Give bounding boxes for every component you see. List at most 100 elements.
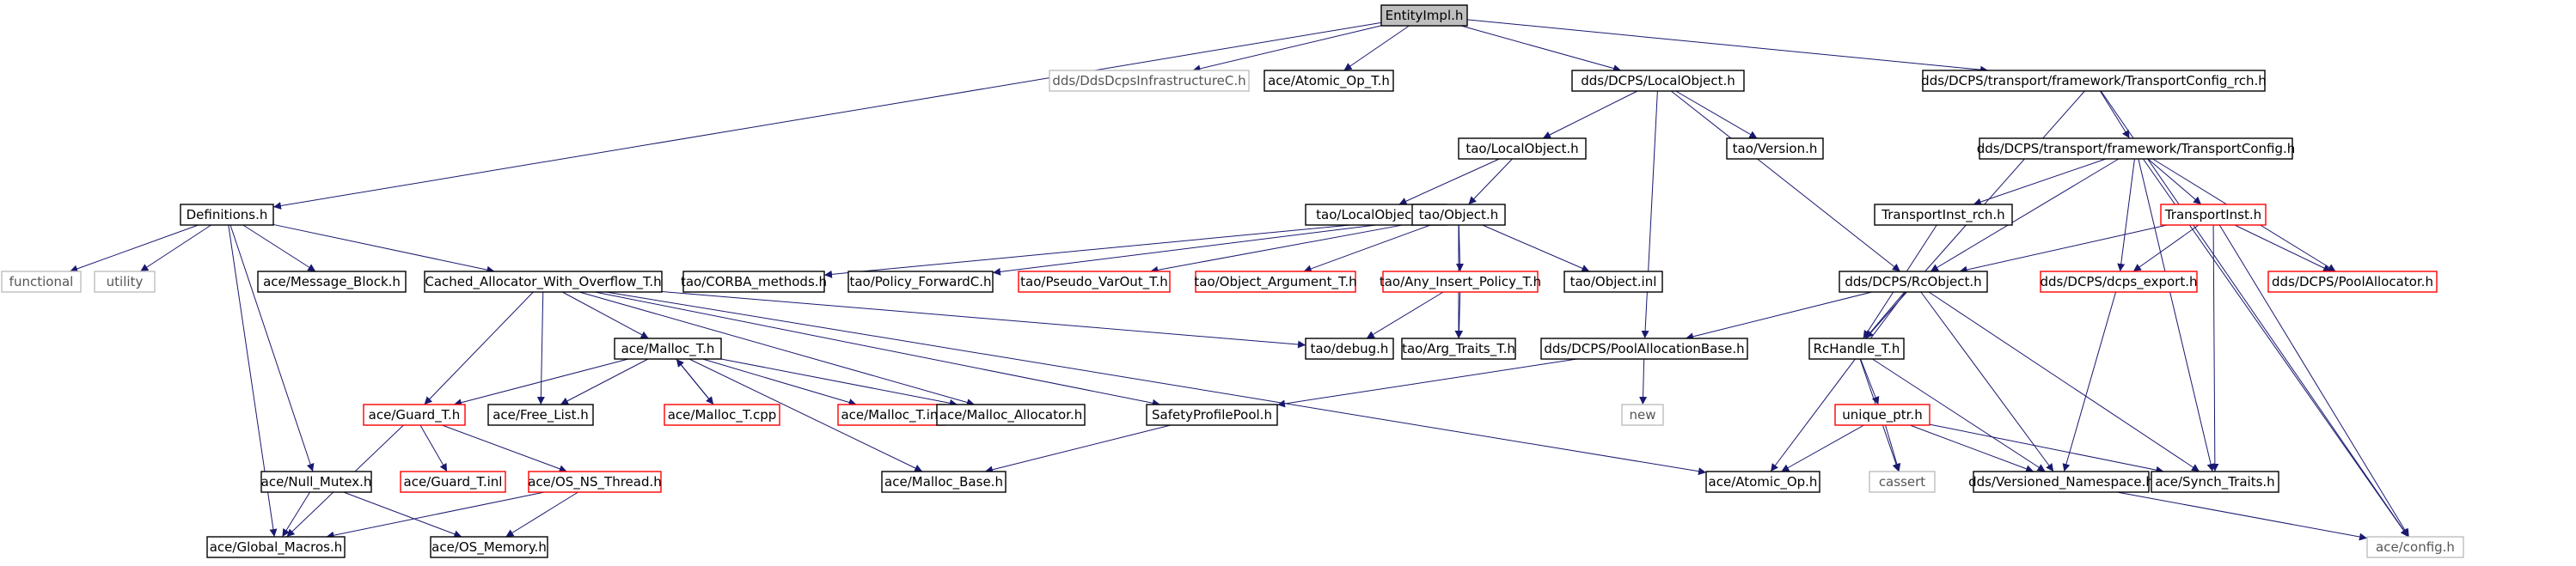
node-tao_localobject[interactable]: tao/LocalObject.h [1458,137,1587,160]
edge-safetyprofilepool-to-malloc_base [984,424,1172,474]
edge-definitions-to-functional [70,224,199,273]
node-label-versioned_ns: dds/Versioned_Namespace.h [1968,474,2154,490]
node-transportconfig_rch[interactable]: dds/DCPS/transport/framework/TransportCo… [1921,70,2267,92]
node-localobject_dds[interactable]: dds/DCPS/LocalObject.h [1571,70,1745,92]
edge-poolallocationbase-to-safetyprofilepool [1276,358,1577,408]
node-box-atomic_op [1705,471,1820,493]
node-rchandle[interactable]: RcHandle_T.h [1808,338,1905,360]
node-label-poolallocator: dds/DCPS/PoolAllocator.h [2272,274,2433,289]
node-box-safetyprofilepool [1146,404,1278,426]
node-label-free_list: ace/Free_List.h [493,407,589,423]
node-cached_alloc[interactable]: Cached_Allocator_With_Overflow_T.h [424,271,663,293]
node-malloc_allocator[interactable]: ace/Malloc_Allocator.h [936,404,1086,426]
node-pseudo_varout[interactable]: tao/Pseudo_VarOut_T.h [1018,271,1171,293]
node-message_block[interactable]: ace/Message_Block.h [257,271,407,293]
node-box-pseudo_varout [1018,271,1171,293]
edge-entityimpl-to-localobject_dds [1460,25,1622,72]
node-label-tao_localobject_inl: tao/LocalObject.inl [1316,207,1436,222]
node-label-tao_localobject: tao/LocalObject.h [1465,141,1578,156]
node-object_inl[interactable]: tao/Object.inl [1563,271,1663,293]
node-safetyprofilepool[interactable]: SafetyProfilePool.h [1146,404,1278,426]
node-box-os_ns_thread [528,471,662,493]
edge-transportinst-to-dcps_export [2132,224,2200,272]
node-label-global_macros: ace/Global_Macros.h [210,539,343,556]
edge-rcobject-to-synch_traits [1928,291,2200,472]
node-label-functional: functional [9,274,74,289]
node-malloc_t_cpp[interactable]: ace/Malloc_T.cpp [664,404,780,426]
edge-transportconfig-to-transportinst_rch [1973,158,2107,206]
edge-definitions-to-message_block [242,224,316,272]
node-os_ns_thread[interactable]: ace/OS_NS_Thread.h [528,471,662,493]
node-transportinst_rch[interactable]: TransportInst_rch.h [1874,204,2013,226]
node-global_macros[interactable]: ace/Global_Macros.h [206,536,346,558]
node-any_insert_policy[interactable]: tao/Any_Insert_Policy_T.h [1380,271,1541,293]
edge-null_mutex-to-os_memory [343,491,462,539]
edge-entityimpl-to-definitions [272,21,1382,210]
node-malloc_base[interactable]: ace/Malloc_Base.h [881,471,1007,493]
node-synch_traits[interactable]: ace/Synch_Traits.h [2151,471,2279,493]
node-box-ddsdcpsinfra [1049,70,1250,92]
edge-transportconfig_rch-to-ace_config [2100,90,2409,538]
node-arg_traits[interactable]: tao/Arg_Traits_T.h [1401,338,1516,360]
edge-entityimpl-to-ddsdcpsinfra [1192,25,1382,73]
node-tao_version[interactable]: tao/Version.h [1726,137,1824,160]
node-label-malloc_allocator: ace/Malloc_Allocator.h [939,407,1082,423]
node-corba_methods[interactable]: tao/CORBA_methods.h [681,271,827,293]
node-box-atomic_op_t [1264,70,1394,92]
node-box-guard_t [363,404,466,426]
node-box-transportinst_rch [1874,204,2013,226]
node-entityimpl[interactable]: EntityImpl.h [1380,4,1468,27]
edge-os_ns_thread-to-global_macros [326,491,545,539]
node-transportconfig[interactable]: dds/DCPS/transport/framework/TransportCo… [1977,137,2296,160]
node-box-rcobject [1839,271,1988,293]
node-definitions[interactable]: Definitions.h [180,204,274,226]
node-label-tao_version: tao/Version.h [1733,141,1818,156]
node-label-ddsdcpsinfra: dds/DdsDcpsInfrastructureC.h [1052,73,1245,88]
edge-rcobject-to-atomic_op [1770,291,1906,472]
node-guard_t[interactable]: ace/Guard_T.h [363,404,466,426]
node-malloc_t[interactable]: ace/Malloc_T.h [614,338,722,360]
node-guard_t_inl[interactable]: ace/Guard_T.inl [400,471,506,493]
edge-guard_t-to-os_ns_thread [442,424,567,473]
node-poolallocationbase[interactable]: dds/DCPS/PoolAllocationBase.h [1540,338,1748,360]
node-atomic_op[interactable]: ace/Atomic_Op.h [1705,471,1820,493]
node-unique_ptr[interactable]: unique_ptr.h [1834,404,1930,426]
node-ddsdcpsinfra: dds/DdsDcpsInfrastructureC.h [1049,70,1250,92]
node-label-malloc_t_cpp: ace/Malloc_T.cpp [668,407,777,423]
node-atomic_op_t[interactable]: ace/Atomic_Op_T.h [1264,70,1394,92]
edge-cached_alloc-to-malloc_t [562,291,649,339]
node-object_argument[interactable]: tao/Object_Argument_T.h [1194,271,1357,293]
node-label-atomic_op: ace/Atomic_Op.h [1709,474,1818,490]
edge-null_mutex-to-global_macros [281,491,311,538]
node-label-safetyprofilepool: SafetyProfilePool.h [1152,407,1272,423]
node-dcps_export[interactable]: dds/DCPS/dcps_export.h [2040,271,2198,293]
node-box-poolallocator [2267,271,2438,293]
edge-definitions-to-utility [140,224,211,272]
node-box-os_memory [430,536,548,558]
node-versioned_ns[interactable]: dds/Versioned_Namespace.h [1968,471,2154,493]
node-label-definitions: Definitions.h [187,207,268,222]
node-rcobject[interactable]: dds/DCPS/RcObject.h [1839,271,1988,293]
edge-malloc_t-to-guard_t [453,358,629,407]
node-box-rchandle [1808,338,1905,360]
node-label-transportconfig_rch: dds/DCPS/transport/framework/TransportCo… [1921,73,2267,89]
node-label-localobject_dds: dds/DCPS/LocalObject.h [1581,73,1735,88]
node-tao_object[interactable]: tao/Object.h [1411,204,1506,226]
node-tao_debug[interactable]: tao/debug.h [1305,338,1394,360]
node-functional: functional [1,271,82,293]
node-tao_localobject_inl[interactable]: tao/LocalObject.inl [1305,204,1447,226]
node-poolallocator[interactable]: dds/DCPS/PoolAllocator.h [2267,271,2438,293]
edge-malloc_t_cpp-to-malloc_t [676,358,714,405]
node-null_mutex[interactable]: ace/Null_Mutex.h [260,471,372,493]
edge-localobject_dds-to-rcobject [1670,90,1901,272]
node-free_list[interactable]: ace/Free_List.h [487,404,594,426]
node-policy_forward[interactable]: tao/Policy_ForwardC.h [847,271,994,293]
node-box-tao_localobject [1458,137,1587,160]
node-malloc_t_inl[interactable]: ace/Malloc_T.inl [837,404,945,426]
node-os_memory[interactable]: ace/OS_Memory.h [430,536,548,558]
edge-transportconfig-to-rcobject [1930,158,2120,272]
edge-rchandle-to-versioned_ns [1872,358,2046,472]
node-transportinst[interactable]: TransportInst.h [2160,204,2267,226]
edge-dcps_export-to-versioned_ns [2062,291,2117,472]
